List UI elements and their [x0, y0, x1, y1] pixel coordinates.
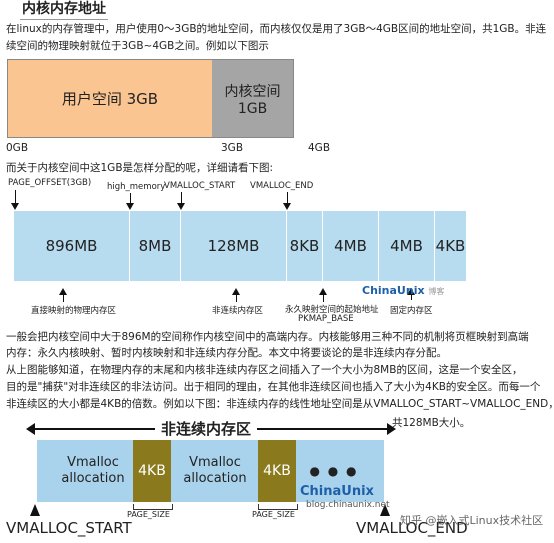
vmalloc-end-label: VMALLOC_END — [356, 519, 468, 537]
intro-line-1: 在linux的内存管理中，用户使用0～3GB的地址空间，而内核仅仅是用了3GB～… — [6, 23, 547, 35]
kernel-space-layout-bar: 896MB 8MB 128MB 8KB 4MB 4MB 4KB — [14, 211, 466, 281]
para-line-2: 内存：永久内核映射、暂时内核映射和非连续内存分配。本文中将要谈论的是非连续内存分… — [6, 347, 447, 359]
vmalloc-allocation-1: Vmalloc allocation — [61, 455, 125, 486]
label-page-offset: PAGE_OFFSET(3GB) — [8, 178, 92, 188]
label-fixmap: 固定内存区 — [390, 306, 433, 316]
chinaunix-watermark-2: ChinaUnix — [300, 484, 374, 499]
label-pkmap-start: 永久映射空间的起始地址 — [285, 305, 379, 315]
label-vmalloc-end: VMALLOC_END — [250, 181, 314, 191]
kernel-space-block: 内核空间 1GB — [212, 60, 293, 137]
segment-8mb: 8MB — [130, 211, 181, 281]
chinaunix-watermark-1: ChinaUnix 博客 — [362, 284, 444, 297]
watermark-sub: 博客 — [428, 287, 445, 296]
segment-4mb-b: 4MB — [379, 211, 435, 281]
para-line-3: 从上图能够知道，在物理内存的末尾和内核非连续内存区之间插入了一个大小为8MB的区… — [6, 364, 523, 376]
guard-4kb-1: 4KB — [133, 440, 171, 502]
guard-4kb-2: 4KB — [258, 440, 296, 502]
arrowhead-direct-map — [59, 288, 67, 295]
zhihu-credit: 知乎 @嵌入式Linux技术社区 — [400, 514, 544, 527]
kernel-space-size: 1GB — [237, 100, 268, 117]
label-pkmap-base: PKMAP_BASE — [298, 314, 354, 324]
vmalloc-start-label: VMALLOC_START — [6, 519, 132, 537]
para-line-1: 一般会把内核空间中大于896M的空间称作内核空间中的高端内存。内核能够用三种不同… — [6, 331, 529, 343]
tick-0gb: 0GB — [6, 142, 29, 154]
segment-128mb: 128MB — [181, 211, 287, 281]
kernel-space-label: 内核空间 — [224, 83, 281, 100]
arrow-vmalloc-start — [181, 192, 182, 204]
span-arrowhead-right — [387, 423, 396, 435]
vmalloc-layout-bar: Vmalloc allocation 4KB Vmalloc allocatio… — [37, 440, 384, 502]
segment-8kb: 8KB — [287, 211, 323, 281]
label-noncontig-area: 非连续内存区 — [212, 306, 264, 316]
para-end: 共128MB大小。 — [392, 417, 471, 429]
tick-4gb: 4GB — [308, 142, 331, 154]
page-size-label-2: PAGE_SIZE — [252, 510, 295, 519]
page-title: 内核内存地址 — [20, 0, 108, 20]
memory-bar-user-kernel: 用户空间 3GB 内核空间 1GB — [7, 59, 294, 138]
tick-3gb: 3GB — [221, 142, 244, 154]
segment-896mb: 896MB — [14, 211, 130, 281]
page-size-bracket-1 — [133, 504, 173, 510]
arrowhead-high-memory — [126, 203, 134, 210]
user-space-block: 用户空间 3GB — [8, 60, 212, 137]
arrow-direct-map — [63, 294, 64, 302]
para-line-4: 目的是"捕获"对非连续区的非法访问。出于相同的理由，在其他非连续区间也插入了大小… — [6, 381, 541, 393]
question-text: 而关于内核空间中这1GB是怎样分配的呢，详细请看下图: — [6, 162, 274, 174]
arrowhead-pkmap — [319, 288, 327, 295]
arrow-page-offset — [15, 190, 16, 204]
arrowhead-vmalloc-end-2 — [380, 504, 390, 516]
arrowhead-noncontig — [232, 288, 240, 295]
label-high-memory: high_memory — [107, 182, 166, 192]
page-size-label-1: PAGE_SIZE — [127, 510, 170, 519]
arrow-pkmap — [323, 294, 324, 302]
label-direct-map: 直接映射的物理内存区 — [31, 306, 117, 316]
arrowhead-vmalloc-end — [283, 203, 291, 210]
arrowhead-vmalloc-start — [177, 203, 185, 210]
chinaunix-watermark-url: blog.chinaunix.net — [306, 500, 390, 510]
page-size-bracket-2 — [258, 504, 298, 510]
user-space-label: 用户空间 3GB — [61, 90, 159, 108]
arrow-vmalloc-end — [287, 192, 288, 204]
arrow-high-memory — [130, 193, 131, 204]
watermark-brand-2: ChinaUnix — [300, 484, 374, 499]
label-vmalloc-start: VMALLOC_START — [164, 181, 236, 191]
watermark-brand: ChinaUnix — [362, 284, 425, 297]
span-arrowhead-left — [26, 423, 35, 435]
arrow-fixmap — [411, 294, 412, 300]
arrow-noncontig — [236, 294, 237, 302]
segment-4mb-a: 4MB — [323, 211, 379, 281]
arrowhead-vmalloc-start-2 — [30, 504, 40, 516]
segment-4kb: 4KB — [435, 237, 466, 255]
intro-line-2: 续空间的物理映射就位于3GB~4GB之间。例如以下图示 — [6, 40, 269, 52]
arrowhead-page-offset — [11, 203, 19, 210]
arrowhead-fixmap — [407, 288, 415, 295]
noncontig-header: 非连续内存区 — [155, 418, 258, 439]
vmalloc-allocation-2: Vmalloc allocation — [183, 455, 247, 486]
para-line-5: 非连续区的大小都是4KB的倍数。例如以下图：非连续内存的线性地址空间是从VMAL… — [6, 398, 554, 410]
ellipsis-cell: ● ● ● — [309, 464, 359, 478]
